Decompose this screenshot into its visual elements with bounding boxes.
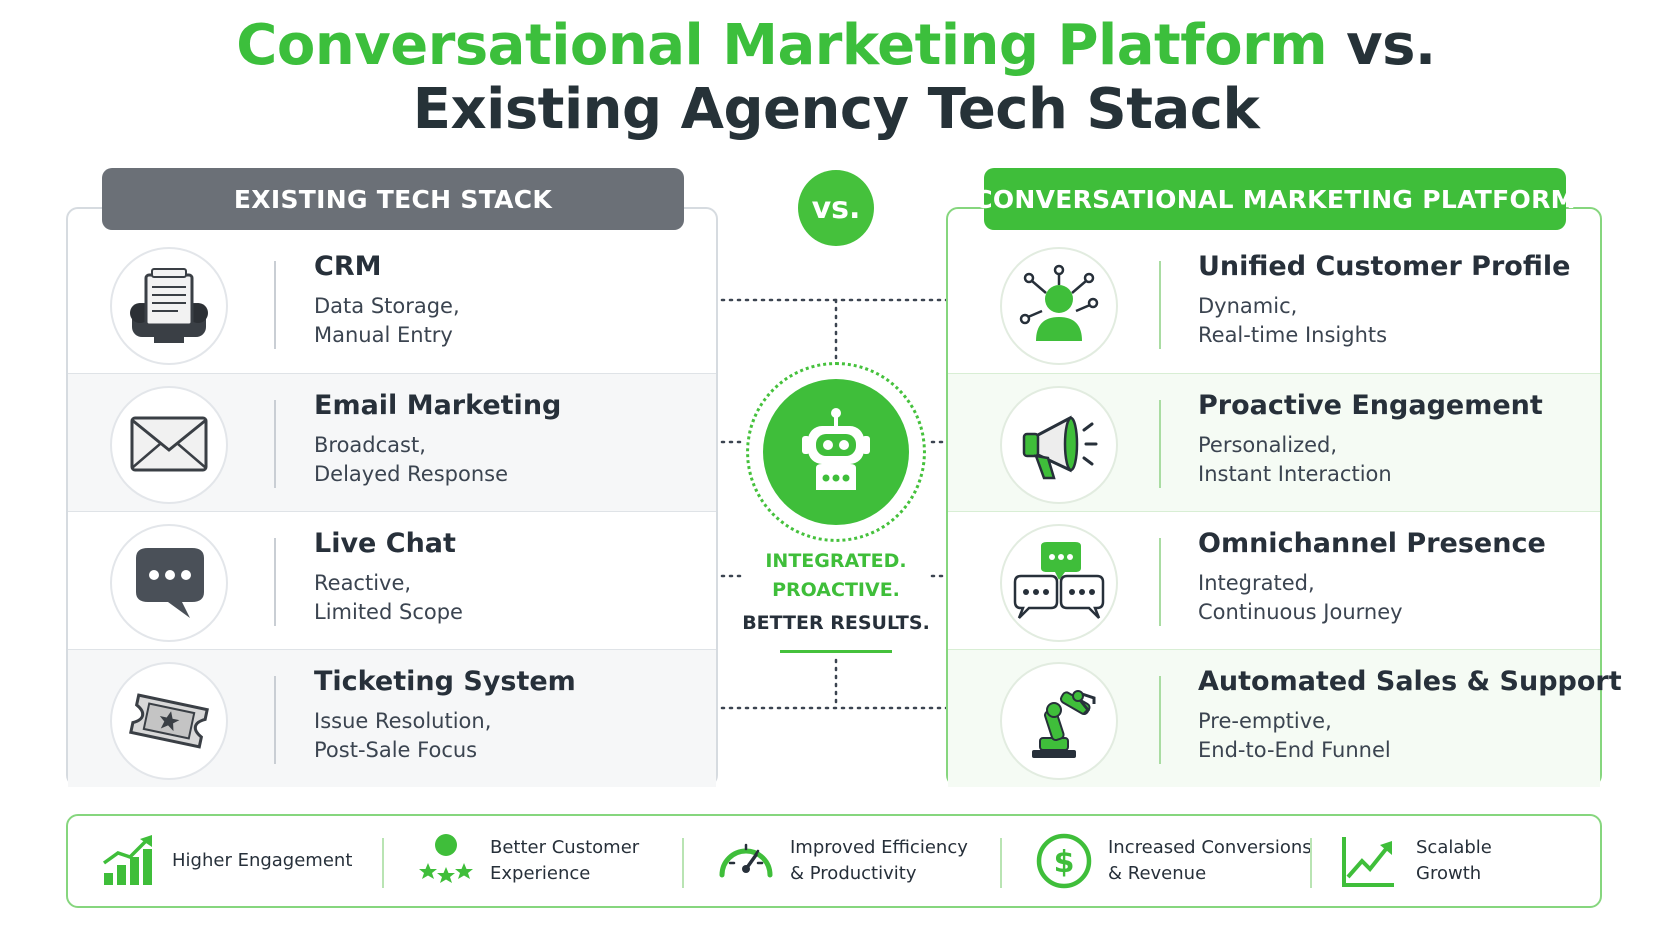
list-item: Omnichannel Presence Integrated, Continuo… — [948, 511, 1600, 649]
chat-bubble-icon — [110, 524, 228, 642]
benefit-label: Increased Conversions& Revenue — [1108, 837, 1312, 884]
divider — [1159, 261, 1161, 349]
benefit-item: Improved Efficiency& Productivity — [716, 816, 968, 906]
item-title: Unified Customer Profile — [1198, 251, 1571, 282]
list-item: CRM Data Storage, Manual Entry — [68, 235, 716, 373]
divider — [1310, 838, 1312, 888]
page-title: Conversational Marketing Platform vs. Ex… — [0, 14, 1672, 142]
item-desc: Broadcast, — [314, 433, 426, 457]
item-desc: Post-Sale Focus — [314, 738, 478, 762]
item-title: Proactive Engagement — [1198, 390, 1543, 421]
speedometer-icon — [716, 831, 776, 891]
item-title: Automated Sales & Support — [1198, 666, 1622, 697]
item-desc: Delayed Response — [314, 462, 509, 486]
item-desc: Manual Entry — [314, 323, 453, 347]
multi-chat-icon — [1000, 524, 1118, 642]
existing-stack-panel: CRM Data Storage, Manual Entry Email Mark… — [66, 207, 718, 787]
customer-stars-icon — [416, 831, 476, 891]
megaphone-icon — [1000, 386, 1118, 504]
svg-text:$: $ — [1054, 845, 1075, 880]
benefit-item: Higher Engagement — [98, 816, 352, 906]
divider — [274, 261, 276, 349]
item-title: CRM — [314, 251, 382, 282]
robot-badge — [746, 362, 926, 542]
divider — [274, 676, 276, 764]
list-item: Unified Customer Profile Dynamic, Real-ti… — [948, 235, 1600, 373]
divider — [1159, 538, 1161, 626]
rolodex-icon — [110, 247, 228, 365]
existing-stack-header: EXISTING TECH STACK — [102, 168, 684, 230]
divider — [682, 838, 684, 888]
item-desc: Personalized, — [1198, 433, 1338, 457]
item-desc: Instant Interaction — [1198, 462, 1392, 486]
item-desc: Dynamic, — [1198, 294, 1298, 318]
item-desc: Data Storage, — [314, 294, 460, 318]
ticket-icon — [110, 662, 228, 780]
divider — [1159, 676, 1161, 764]
item-desc: Limited Scope — [314, 600, 463, 624]
benefit-item: $ Increased Conversions& Revenue — [1034, 816, 1312, 906]
item-title: Email Marketing — [314, 390, 562, 421]
dollar-circle-icon: $ — [1034, 831, 1094, 891]
robotic-arm-icon — [1000, 662, 1118, 780]
platform-header: CONVERSATIONAL MARKETING PLATFORM — [974, 168, 1576, 230]
tagline-underline — [780, 650, 892, 653]
item-title: Ticketing System — [314, 666, 576, 697]
divider — [274, 400, 276, 488]
list-item: Automated Sales & Support Pre-emptive, En… — [948, 649, 1622, 787]
title-vs: vs. — [1346, 13, 1436, 78]
list-item: Ticketing System Issue Resolution, Post-S… — [68, 649, 716, 787]
title-line2: Existing Agency Tech Stack — [412, 77, 1260, 142]
benefit-label: Improved Efficiency& Productivity — [790, 837, 968, 884]
tagline-results: BETTER RESULTS. — [742, 612, 930, 634]
benefit-label: Higher Engagement — [172, 850, 353, 871]
divider — [274, 538, 276, 626]
divider — [1159, 400, 1161, 488]
item-title: Omnichannel Presence — [1198, 528, 1546, 559]
list-item: Live Chat Reactive, Limited Scope — [68, 511, 716, 649]
tagline-integrated: INTEGRATED. — [765, 550, 907, 572]
list-item: Proactive Engagement Personalized, Instan… — [948, 373, 1600, 511]
item-desc: Pre-emptive, — [1198, 709, 1332, 733]
item-desc: Reactive, — [314, 571, 412, 595]
growth-bars-icon — [98, 831, 158, 891]
network-user-icon — [1000, 247, 1118, 365]
vs-badge: vs. — [798, 170, 874, 246]
item-desc: End-to-End Funnel — [1198, 738, 1391, 762]
platform-panel: Unified Customer Profile Dynamic, Real-ti… — [946, 207, 1622, 787]
item-desc: Integrated, — [1198, 571, 1315, 595]
item-title: Live Chat — [314, 528, 456, 559]
trend-line-icon — [1338, 831, 1398, 891]
title-highlight: Conversational Marketing Platform — [236, 13, 1328, 78]
chatbot-robot-icon — [802, 408, 870, 490]
envelope-icon — [110, 386, 228, 504]
divider — [382, 838, 384, 888]
list-item: Email Marketing Broadcast, Delayed Respon… — [68, 373, 716, 511]
item-desc: Issue Resolution, — [314, 709, 492, 733]
item-desc: Real-time Insights — [1198, 323, 1388, 347]
item-desc: Continuous Journey — [1198, 600, 1403, 624]
tagline-proactive: PROACTIVE. — [772, 579, 900, 601]
divider — [1000, 838, 1002, 888]
